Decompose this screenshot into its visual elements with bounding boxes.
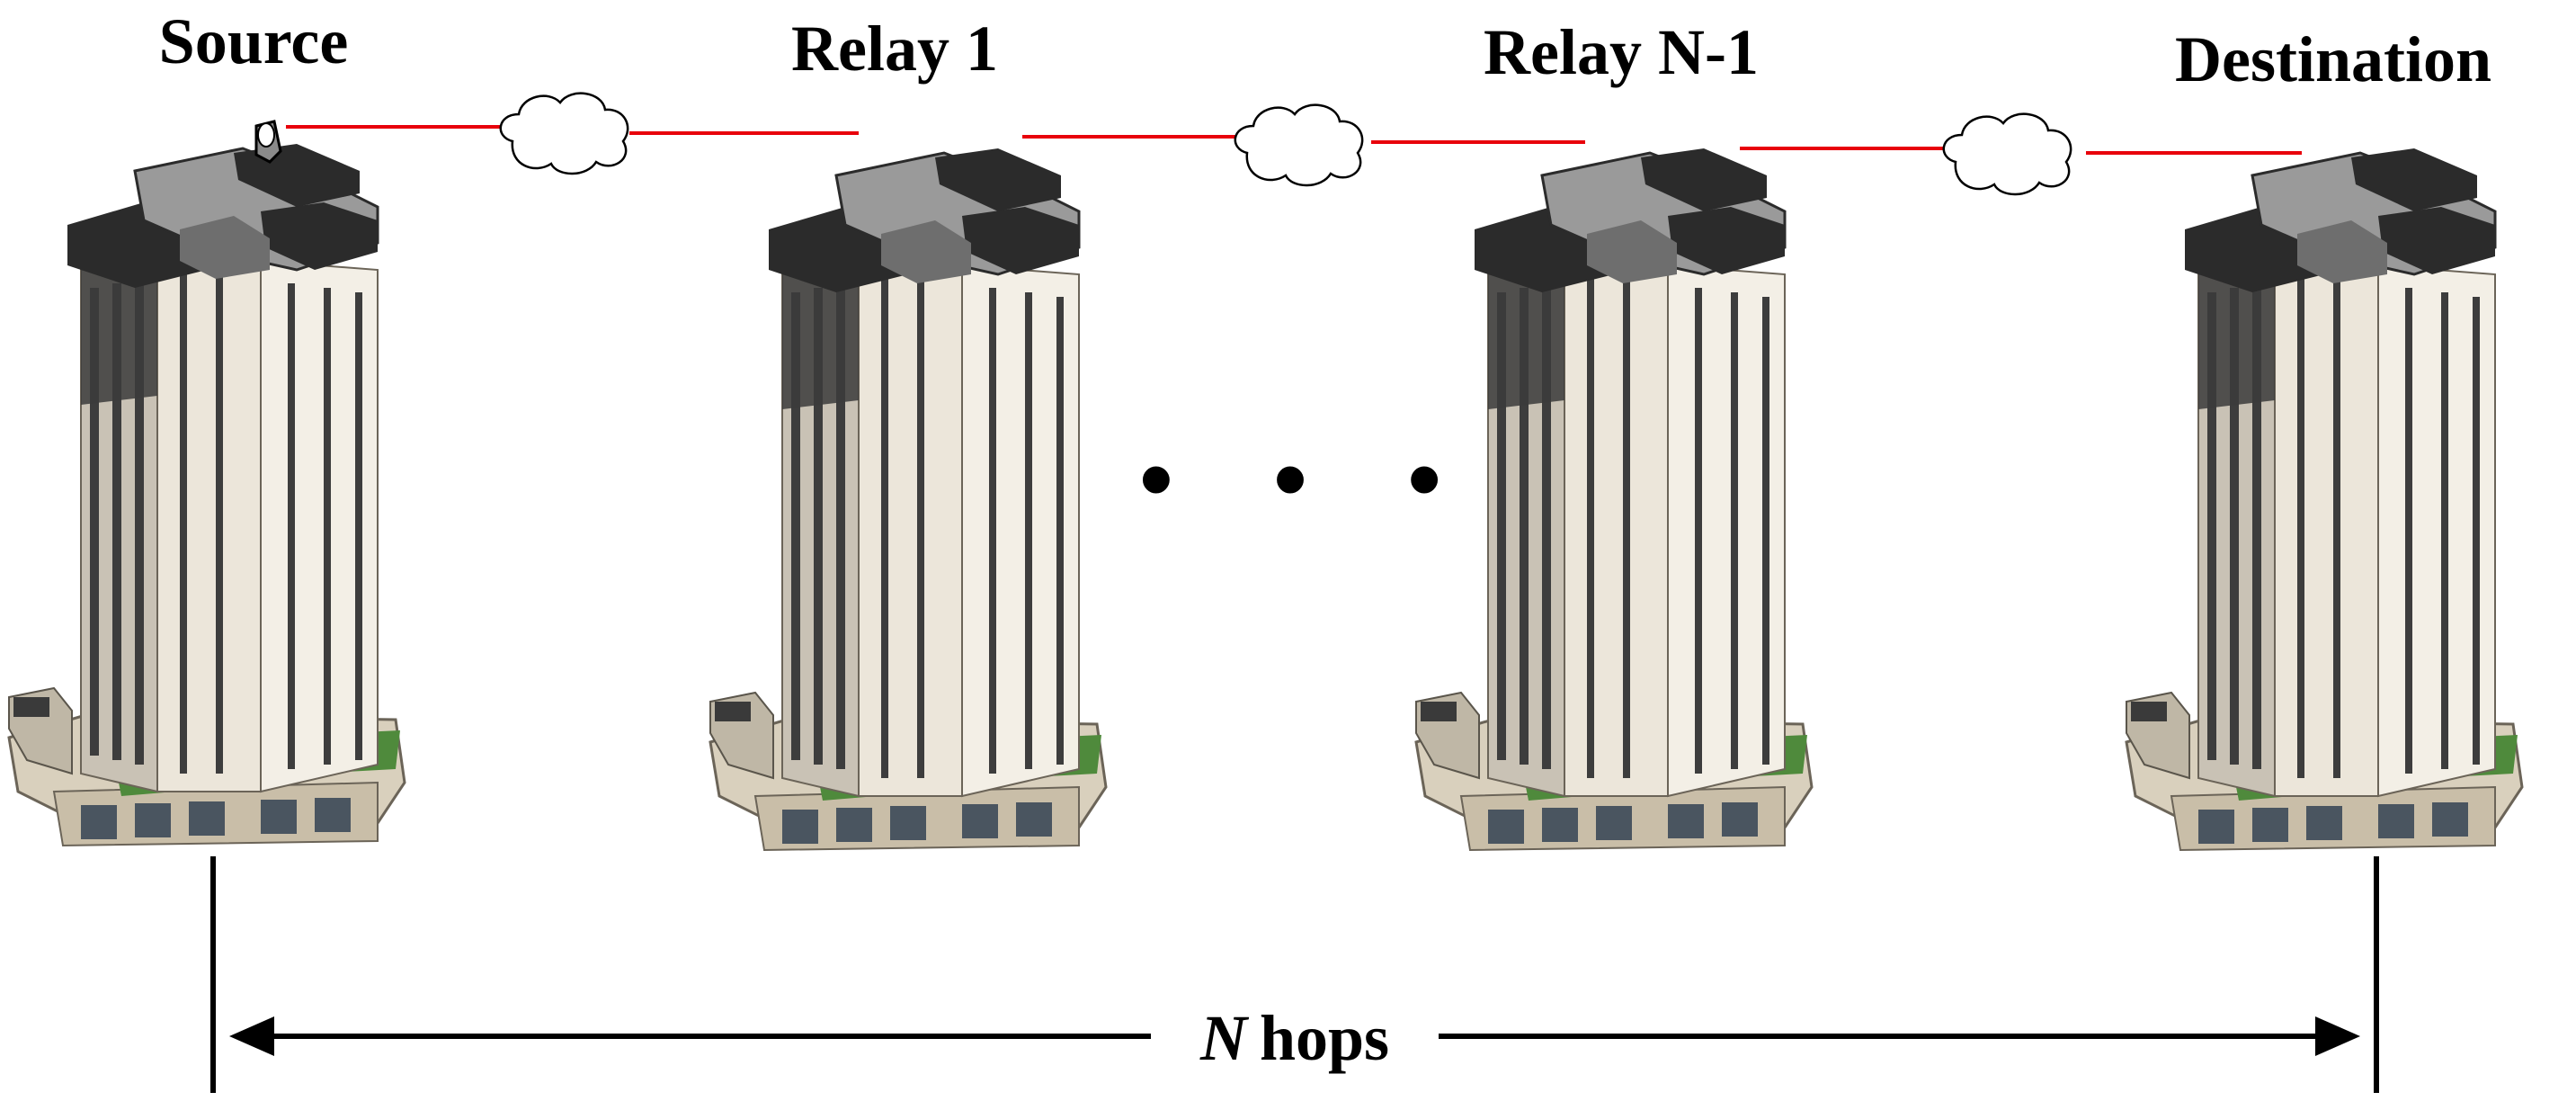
label-relay-1: Relay 1 <box>791 13 998 85</box>
building-destination <box>2125 147 2524 852</box>
link-source-relay1 <box>286 92 859 175</box>
label-relay-n-1: Relay N-1 <box>1484 16 1759 88</box>
label-source: Source <box>159 5 349 77</box>
cloud-icon <box>1234 103 1364 187</box>
cloud-icon <box>499 92 629 175</box>
building-source <box>7 142 406 847</box>
antenna-icon <box>254 120 282 164</box>
link-relay1-relayn1 <box>1022 103 1585 187</box>
ellipsis-dots: • • • <box>1139 424 1478 534</box>
hops-word: hops <box>1260 1002 1389 1074</box>
double-arrow-icon <box>229 1016 2360 1056</box>
cloud-icon <box>1942 112 2072 196</box>
label-destination: Destination <box>2175 23 2491 95</box>
link-relayn1-destination <box>1740 112 2302 196</box>
building-relay-1 <box>709 147 1108 852</box>
hops-n: N <box>1199 1002 1250 1074</box>
